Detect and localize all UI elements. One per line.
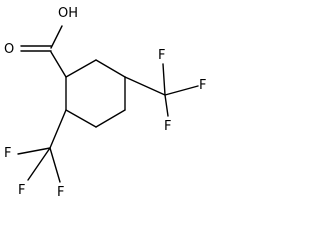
ring-to-cf3-right-bond <box>124 76 166 96</box>
cf3-left-f3-bond <box>49 147 61 183</box>
ring-bond-5 <box>65 109 97 128</box>
molecule-diagram: OH O F F F F F F <box>4 6 206 200</box>
fluorine-label: F <box>164 119 171 134</box>
cf3-right-f2-bond <box>164 85 199 96</box>
fluorine-label: F <box>199 78 206 93</box>
ring-bond-4 <box>95 109 126 128</box>
carbonyl-oxygen-label: O <box>4 42 14 57</box>
cf3-left-f2-bond <box>27 147 51 181</box>
ring-to-cf3-left-bond <box>49 109 67 149</box>
ring-bond-2 <box>95 59 126 78</box>
fluorine-label: F <box>4 146 11 161</box>
structure-canvas: OH O F F F F F F <box>4 6 206 200</box>
trifluoromethyl-group-right: F F F <box>124 48 206 134</box>
fluorine-label: F <box>158 48 165 63</box>
cf3-right-f1-bond <box>162 63 166 96</box>
fluorine-label: F <box>57 185 64 200</box>
cyclohexane-ring <box>65 59 126 128</box>
ring-bond-1 <box>65 59 97 78</box>
carboxylic-acid-group: OH O <box>4 6 78 78</box>
cf3-left-f1-bond <box>17 147 51 155</box>
fluorine-label: F <box>18 183 25 198</box>
hydroxyl-label: OH <box>58 6 78 21</box>
ring-to-carboxyl-bond <box>50 51 67 78</box>
trifluoromethyl-group-left: F F F <box>4 109 67 200</box>
cf3-right-f3-bond <box>164 94 169 117</box>
carboxyl-oh-bond <box>50 25 63 49</box>
